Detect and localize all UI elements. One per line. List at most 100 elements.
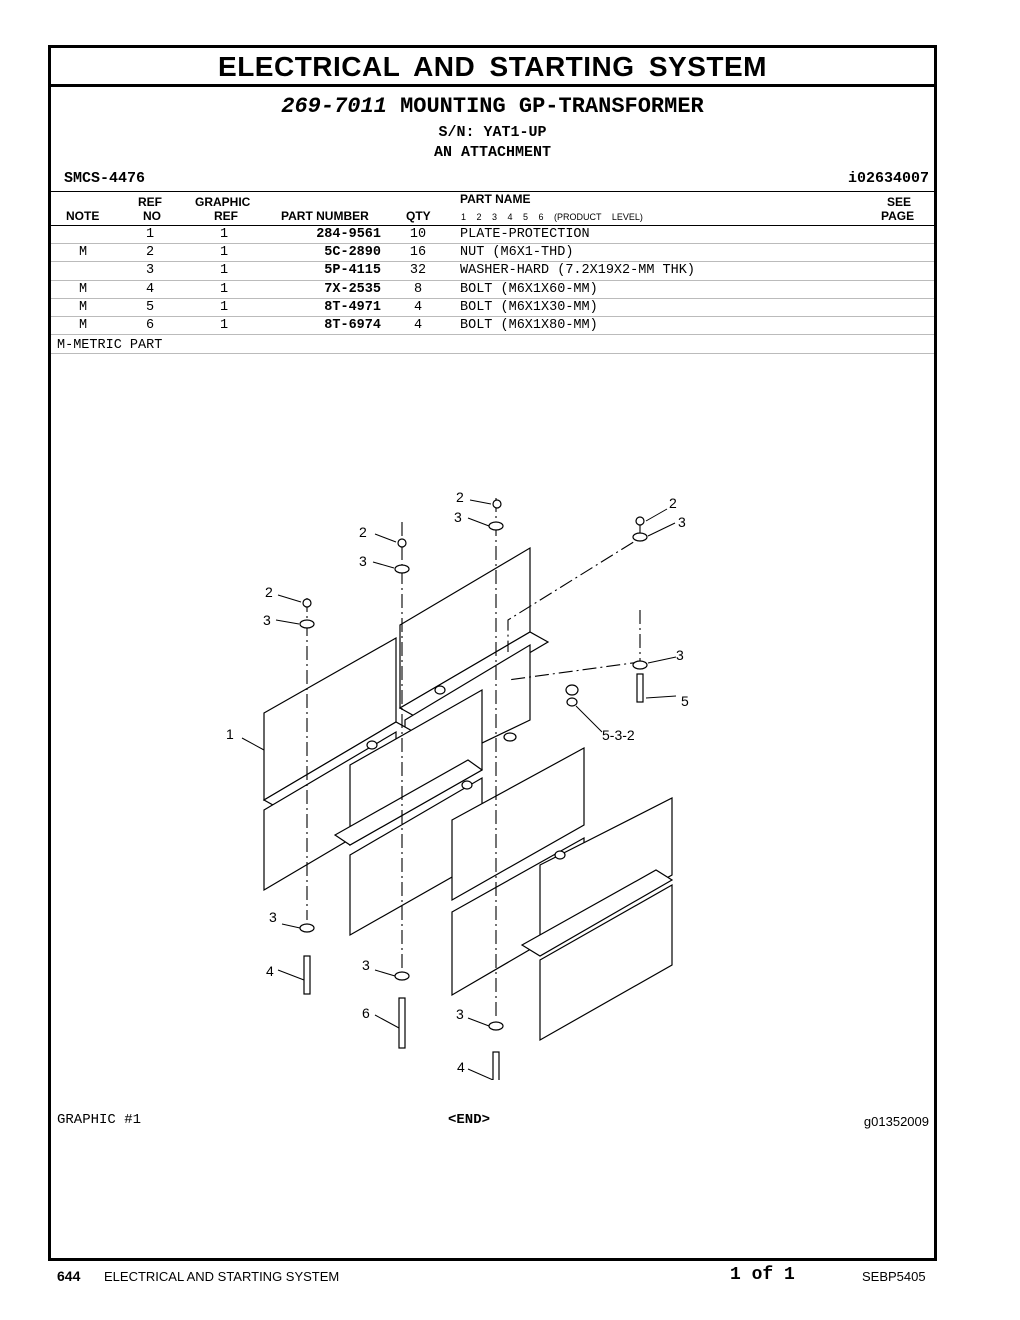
row-note: M (79, 318, 88, 333)
washer-icon (299, 923, 315, 933)
col-product-levels: 1 2 3 4 5 6 (PRODUCT LEVEL) (461, 212, 643, 222)
row-part-number: 8T-6974 (324, 318, 381, 333)
plate-right-front-lower (539, 883, 673, 1042)
nut-icon (461, 780, 473, 790)
col-graphic-top: GRAPHIC (195, 195, 251, 209)
washer-icon (488, 521, 504, 531)
callout-label: 2 (669, 495, 677, 511)
row-note: M (79, 245, 88, 261)
callout-label: 4 (266, 963, 274, 979)
group-part-number: 269-7011 (281, 94, 387, 119)
callout-label: 3 (456, 1006, 464, 1022)
nut-icon (397, 538, 407, 548)
callout-label: 5-3-2 (602, 727, 635, 743)
callout-label: 3 (678, 514, 686, 530)
footer-document-id: SEBP5405 (862, 1269, 926, 1284)
col-part-number: PART NUMBER (281, 209, 369, 223)
callout-label: 3 (359, 553, 367, 569)
footer-page-number: 644 (57, 1268, 81, 1284)
row-part-name: BOLT (M6X1X80-MM) (460, 318, 598, 333)
washer-icon (394, 971, 410, 981)
table-top-rule (51, 191, 934, 192)
row-ref-no: 5 (146, 299, 155, 315)
row-rule (51, 297, 934, 299)
row-qty: 10 (409, 227, 427, 242)
row-rule (51, 315, 934, 317)
col-graphic-bottom: REF (214, 209, 238, 223)
row-qty: 8 (413, 281, 423, 297)
plate-center-flange (333, 759, 484, 846)
row-rule (51, 279, 934, 281)
table-row: M 6 1 8T-6974 4 BOLT (M6X1X80-MM) (51, 317, 934, 336)
row-ref-no: 4 (146, 281, 155, 297)
graphic-code: g01352009 (863, 1114, 929, 1129)
group-title: 269-7011 MOUNTING GP-TRANSFORMER (51, 94, 934, 119)
row-part-name: PLATE-PROTECTION (460, 227, 590, 242)
row-part-number: 8T-4971 (324, 299, 381, 315)
row-part-name: BOLT (M6X1X60-MM) (460, 281, 598, 297)
row-ref-no: 1 (146, 227, 155, 242)
row-ref-no: 6 (146, 318, 155, 333)
nut-icon (302, 598, 312, 608)
group-part-title: MOUNTING GP-TRANSFORMER (400, 94, 704, 119)
washer-icon (394, 564, 410, 574)
end-marker: <END> (448, 1112, 491, 1128)
col-ref-top: REF (138, 195, 162, 209)
section-title: ELECTRICAL AND STARTING SYSTEM (218, 51, 767, 82)
col-see-bottom: PAGE (881, 209, 915, 223)
row-part-number: 5P-4115 (324, 263, 381, 279)
bolt-icon (398, 997, 406, 1049)
nut-icon (492, 499, 502, 509)
nut-icon (366, 740, 378, 750)
callout-label: 2 (265, 584, 273, 600)
table-bottom-rule (51, 353, 934, 354)
row-note: M (79, 299, 88, 315)
washer-icon (632, 660, 648, 670)
nut-icon (554, 850, 566, 860)
callout-label: 2 (456, 489, 464, 505)
callout-label: 6 (362, 1005, 370, 1021)
bolt-icon (303, 955, 311, 995)
row-part-name: BOLT (M6X1X30-MM) (460, 299, 598, 315)
row-part-number: 7X-2535 (324, 281, 381, 297)
table-header-rule (51, 225, 934, 226)
callout-label: 3 (269, 909, 277, 925)
row-ref-no: 2 (146, 245, 155, 261)
bolt-icon (636, 673, 644, 703)
row-qty: 32 (409, 263, 427, 279)
section-title-bar: ELECTRICAL AND STARTING SYSTEM (51, 48, 934, 87)
callout-label: 2 (359, 524, 367, 540)
exploded-parts-diagram: 2 3 2 3 2 3 2 3 1 3 5 5-3-2 3 4 3 6 3 4 (226, 489, 689, 1080)
table-row: 1 1 284-9561 10 PLATE-PROTECTION (51, 226, 934, 245)
nut-icon (635, 516, 645, 526)
row-ref-no: 3 (146, 263, 155, 279)
row-graphic-ref: 1 (220, 318, 229, 333)
metric-footnote: M-METRIC PART (57, 338, 163, 353)
bolt-icon (492, 1051, 500, 1080)
callout-label: 4 (457, 1059, 465, 1075)
nut-icon (565, 684, 579, 696)
plate-upper-rear-flange (398, 631, 550, 719)
row-part-name: WASHER-HARD (7.2X19X2-MM THK) (460, 263, 695, 279)
callout-label: 3 (362, 957, 370, 973)
washer-icon (632, 532, 648, 542)
row-graphic-ref: 1 (220, 245, 229, 261)
plate-right-front-flange (520, 869, 674, 957)
serial-number: S/N: YAT1-UP (438, 124, 547, 141)
plate-right-rear (451, 746, 585, 902)
row-rule (51, 243, 934, 245)
row-rule (51, 334, 934, 336)
washer-icon (503, 732, 517, 742)
col-see-top: SEE (887, 195, 912, 209)
row-graphic-ref: 1 (220, 299, 229, 315)
washer-icon (488, 1021, 504, 1031)
row-part-number: 284-9561 (316, 227, 381, 242)
illustration-id: i02634007 (847, 170, 929, 187)
washer-icon (299, 619, 315, 629)
row-rule (51, 261, 934, 263)
row-qty: 4 (413, 318, 423, 333)
row-graphic-ref: 1 (220, 227, 229, 242)
